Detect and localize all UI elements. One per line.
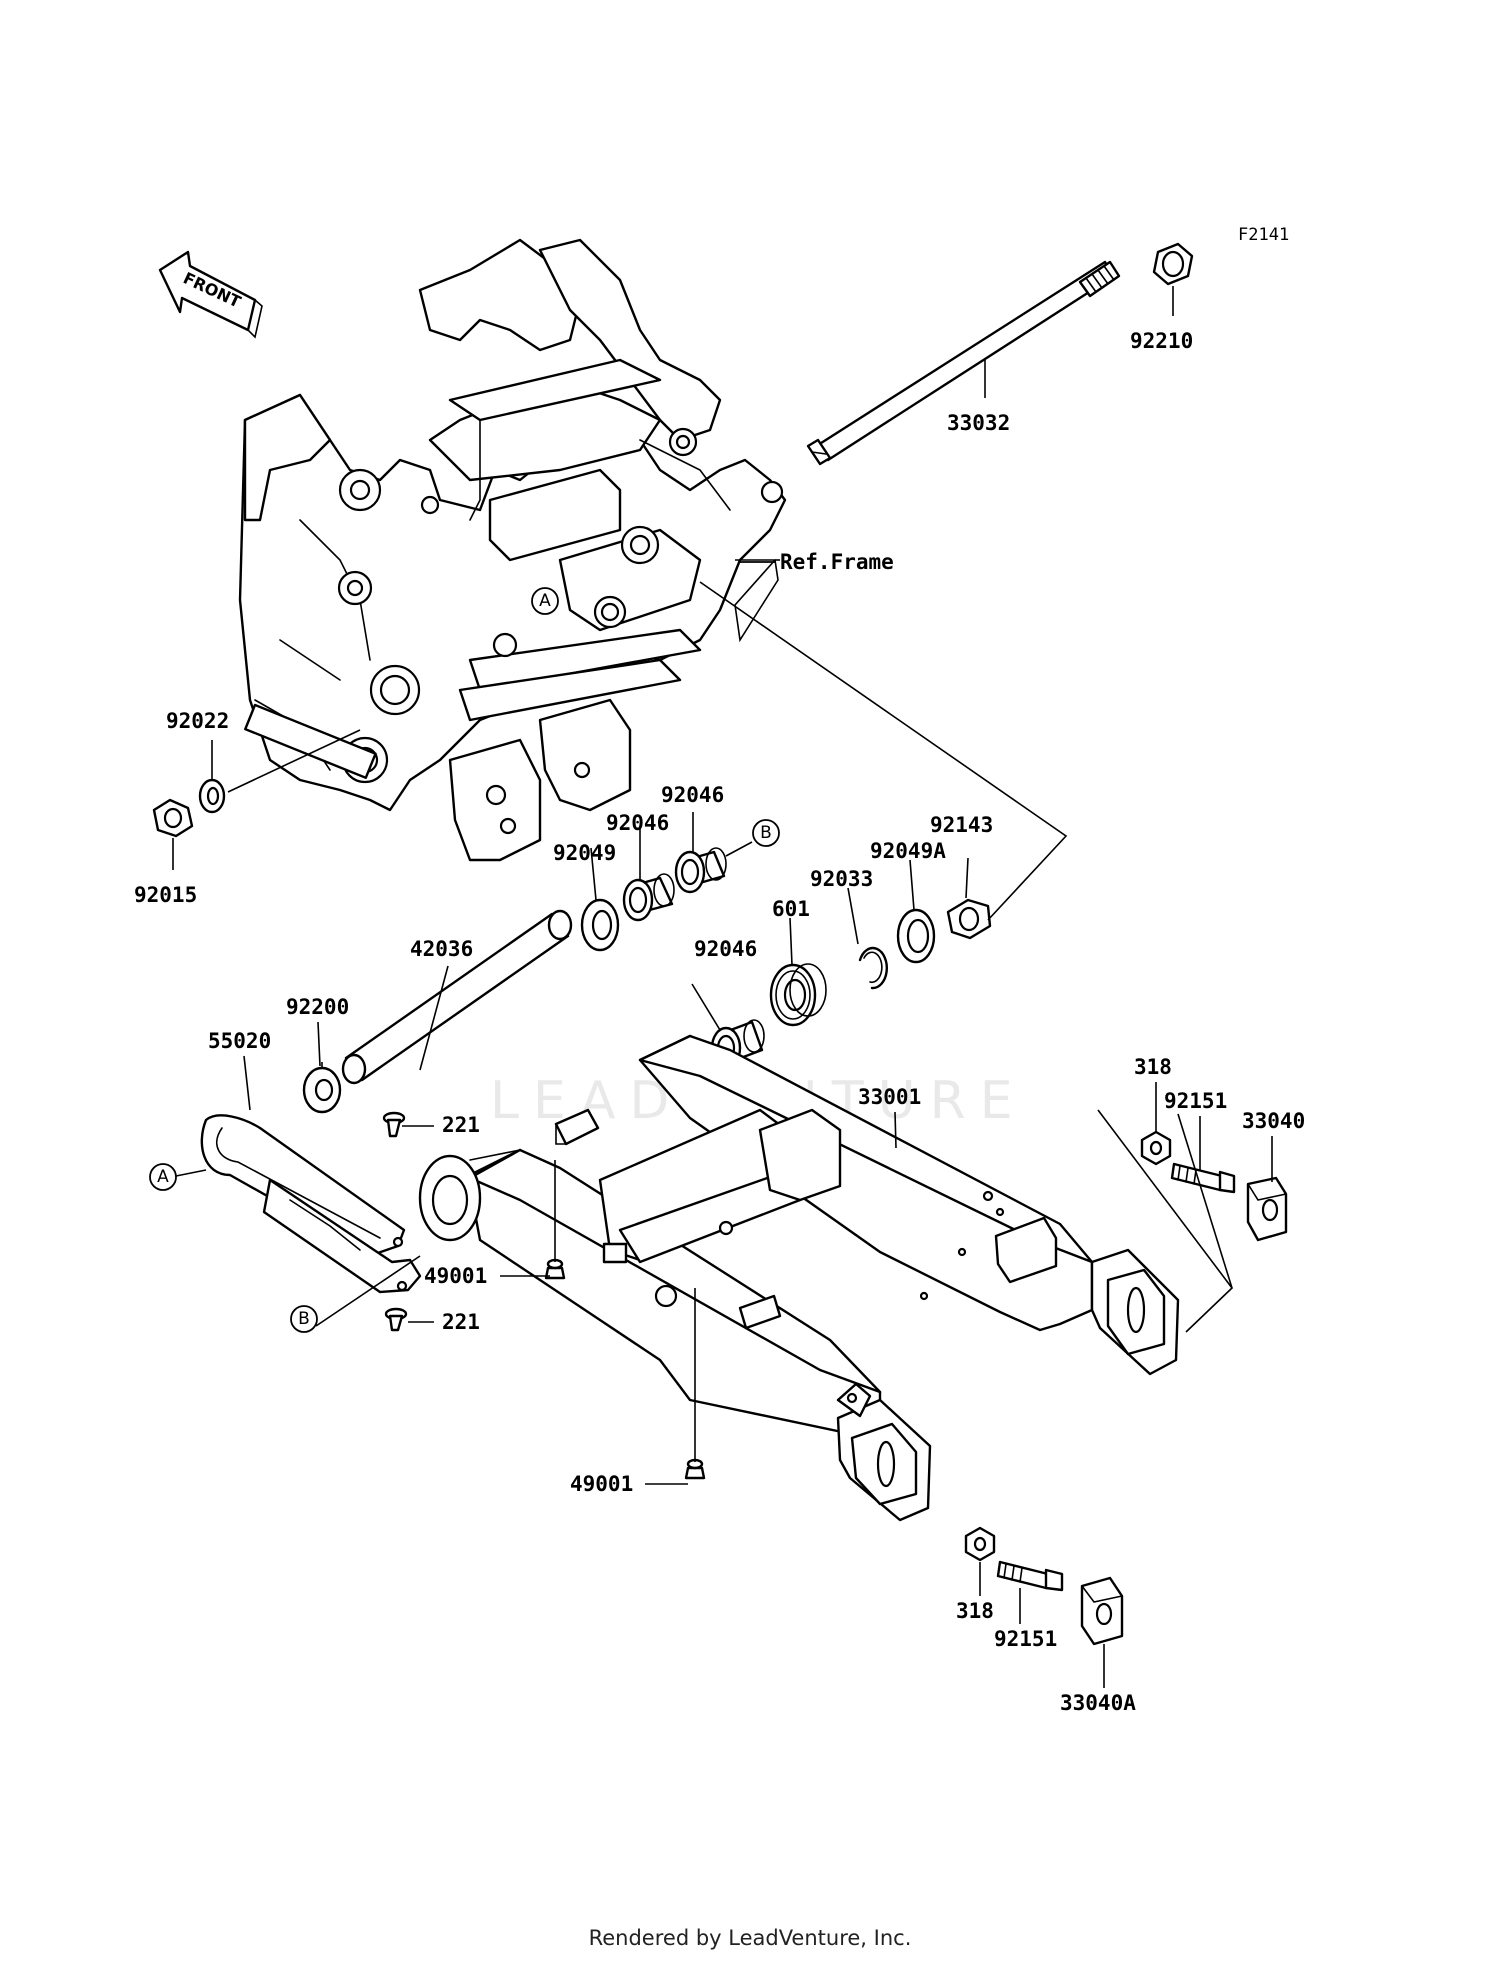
part-label-49001-right: 49001 [570,1472,633,1496]
svg-text:A: A [157,1167,169,1187]
part-label-92049a: 92049A [870,839,946,863]
footer-credit: Rendered by LeadVenture, Inc. [588,1926,912,1950]
part-label-42036: 42036 [410,937,473,961]
bolt-92151-bottom [996,1560,1064,1592]
marker-b-bearing: B [752,819,780,847]
part-label-601: 601 [772,897,810,921]
chain-slider-55020 [200,1114,422,1294]
screw-221-bottom [384,1307,408,1332]
dust-seal-92049 [580,898,620,952]
part-label-92033: 92033 [810,867,873,891]
svg-text:A: A [539,591,551,611]
part-label-92049: 92049 [553,841,616,865]
circlip-92033 [858,946,889,990]
part-label-92015: 92015 [134,883,197,907]
part-label-33040: 33040 [1242,1109,1305,1133]
part-label-92151-bottom: 92151 [994,1627,1057,1651]
washer-92200 [302,1066,342,1114]
part-label-318-top: 318 [1134,1055,1172,1079]
nut-92143 [946,898,992,940]
part-label-55020: 55020 [208,1029,271,1053]
bolt-92151-top [1170,1162,1236,1194]
part-label-92022: 92022 [166,709,229,733]
part-label-92046-top: 92046 [661,783,724,807]
part-label-318-bottom: 318 [956,1599,994,1623]
grease-nipple-49001-left [544,1258,566,1280]
pivot-nut-left [152,798,194,838]
part-label-33001: 33001 [858,1085,921,1109]
adjuster-block-33040a [1080,1576,1124,1646]
nut-318-bottom [964,1526,996,1562]
svg-text:B: B [760,823,772,843]
ball-bearing-601 [769,963,827,1027]
leader-lines [172,286,1273,1688]
part-label-92210: 92210 [1130,329,1193,353]
part-label-92200: 92200 [286,995,349,1019]
marker-a-frame: A [531,587,559,615]
pivot-shaft [806,260,1121,466]
pivot-collar-42036 [341,909,573,1085]
screw-221-top [382,1111,406,1138]
part-label-221-top: 221 [442,1113,480,1137]
part-label-92151-top: 92151 [1164,1089,1227,1113]
part-label-92143: 92143 [930,813,993,837]
marker-a-slider: A [149,1163,177,1191]
part-label-49001-left: 49001 [424,1264,487,1288]
adjuster-block-33040 [1246,1176,1288,1242]
marker-b-slider: B [290,1305,318,1333]
part-label-33032: 33032 [947,411,1010,435]
front-arrow-icon: FRONT [158,250,263,339]
swingarm-33001 [418,1034,1180,1522]
part-label-92046-mid: 92046 [606,811,669,835]
part-label-33040a: 33040A [1060,1691,1136,1715]
frame-outline [238,238,787,862]
collar-92049a [896,908,936,964]
part-label-221-bottom: 221 [442,1310,480,1334]
nut-318-top [1140,1130,1172,1166]
ref-frame-label: Ref.Frame [780,550,894,574]
reference-code: F2141 [1238,225,1289,245]
part-label-92046-low: 92046 [694,937,757,961]
svg-text:B: B [298,1309,310,1329]
needle-bearing-92046-left [622,873,675,922]
grease-nipple-49001-right [684,1458,706,1480]
needle-bearing-92046-right [674,847,727,894]
pivot-nut [1152,242,1194,286]
pivot-washer-left [198,778,226,814]
